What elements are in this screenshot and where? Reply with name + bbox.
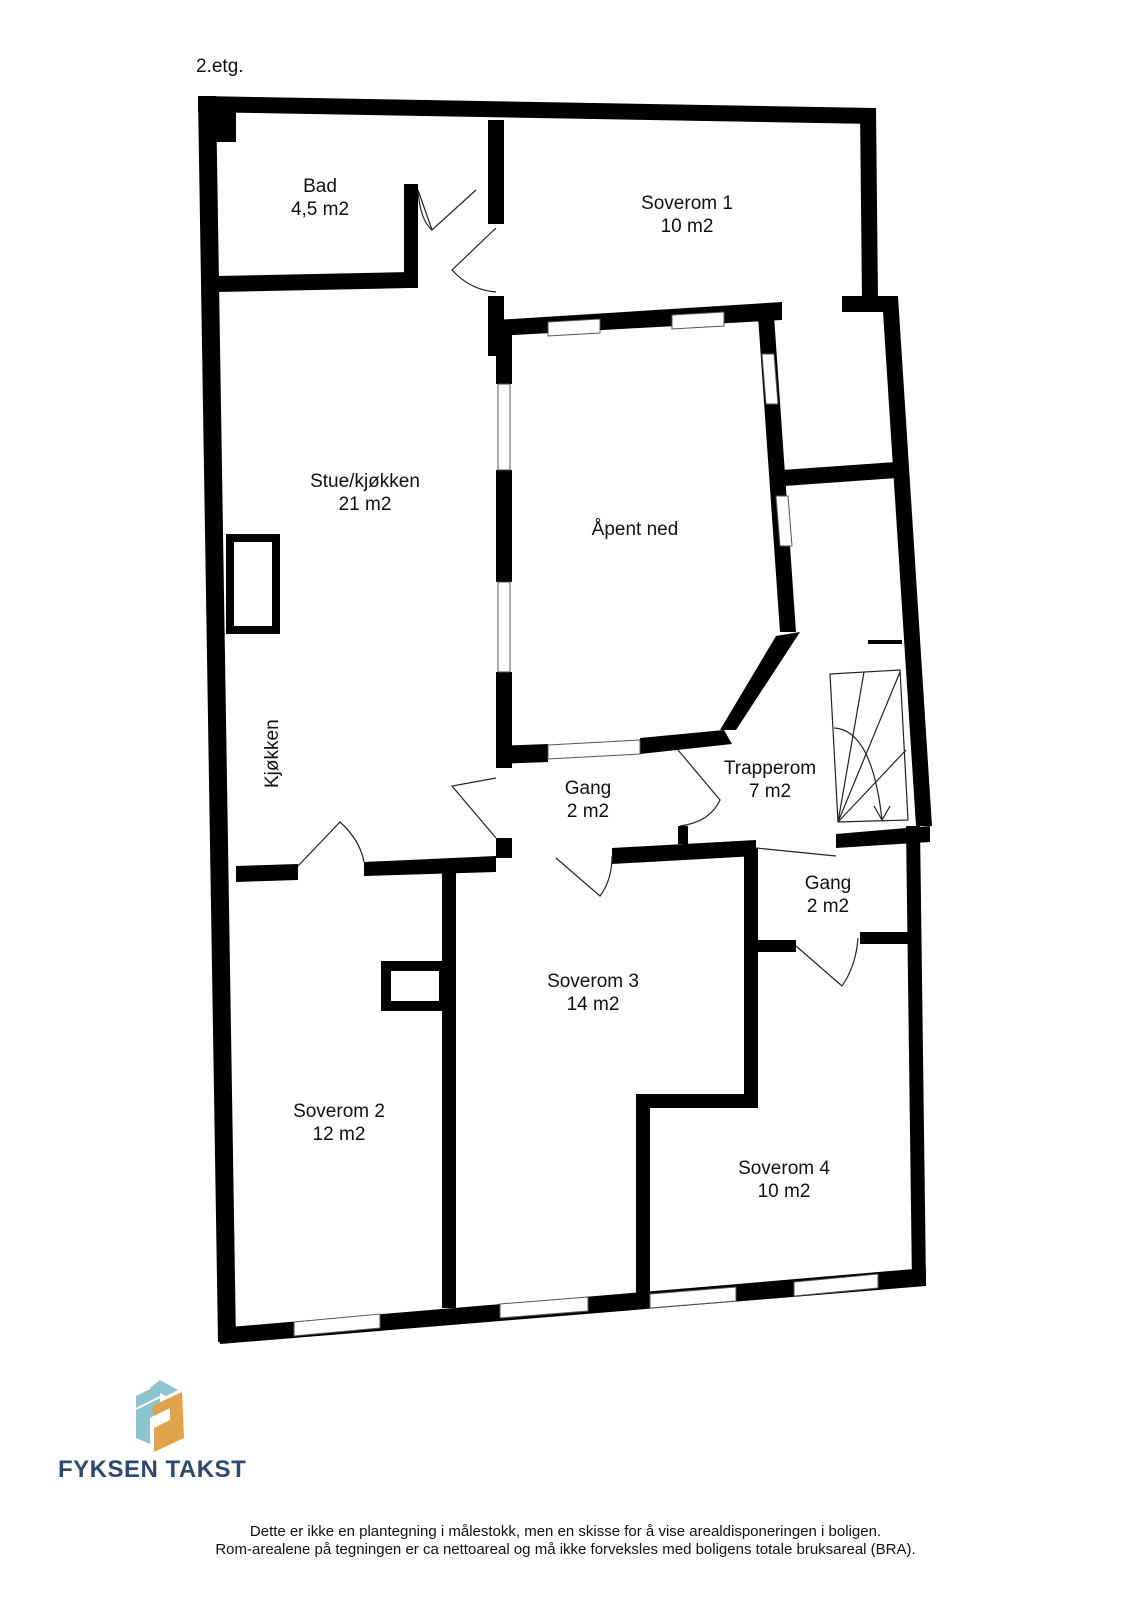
room-bad: Bad 4,5 m2 [291, 175, 349, 221]
room-name: Soverom 2 [293, 1101, 385, 1122]
room-trapperom: Trapperom 7 m2 [724, 757, 816, 803]
room-name: Gang [804, 873, 852, 894]
room-area: 2 m2 [566, 801, 610, 822]
room-name: Soverom 4 [738, 1158, 830, 1179]
floor-label: 2.etg. [196, 56, 244, 77]
room-name: Åpent ned [591, 519, 679, 540]
room-name: Soverom 3 [547, 971, 639, 992]
doors [297, 189, 859, 987]
room-area: 21 m2 [338, 494, 392, 515]
room-area: 10 m2 [660, 216, 714, 237]
room-area: 7 m2 [748, 781, 792, 802]
disclaimer-line-2: Rom-arealene på tegningen er ca nettoare… [215, 1541, 916, 1558]
kitchen-label: Kjøkken [262, 719, 283, 788]
room-soverom-4: Soverom 4 10 m2 [738, 1157, 830, 1203]
room-area: 2 m2 [806, 896, 850, 917]
room-soverom-3: Soverom 3 14 m2 [547, 970, 639, 1016]
room-name: Bad [303, 176, 337, 197]
room-gang-2: Gang 2 m2 [805, 872, 851, 918]
disclaimer: Dette er ikke en plantegning i målestokk… [0, 1523, 1131, 1559]
room-name: Trapperom [723, 758, 817, 779]
fyksen-logo-icon [136, 1380, 184, 1452]
disclaimer-line-1: Dette er ikke en plantegning i målestokk… [249, 1523, 882, 1540]
room-name: Soverom 1 [641, 193, 733, 214]
stairs [829, 669, 909, 823]
brand-name: FYKSEN TAKST [58, 1456, 247, 1483]
room-name: Stue/kjøkken [310, 471, 420, 492]
room-gang-1: Gang 2 m2 [565, 777, 611, 823]
room-soverom-1: Soverom 1 10 m2 [641, 192, 733, 238]
room-apent-ned: Åpent ned [592, 518, 679, 541]
windows [293, 311, 879, 1337]
room-name: Gang [564, 778, 612, 799]
room-area: 10 m2 [757, 1181, 811, 1202]
room-area: 14 m2 [566, 994, 620, 1015]
room-stue-kjokken: Stue/kjøkken 21 m2 [310, 470, 420, 516]
room-soverom-2: Soverom 2 12 m2 [293, 1100, 385, 1146]
room-area: 4,5 m2 [290, 199, 350, 220]
room-area: 12 m2 [312, 1124, 366, 1145]
